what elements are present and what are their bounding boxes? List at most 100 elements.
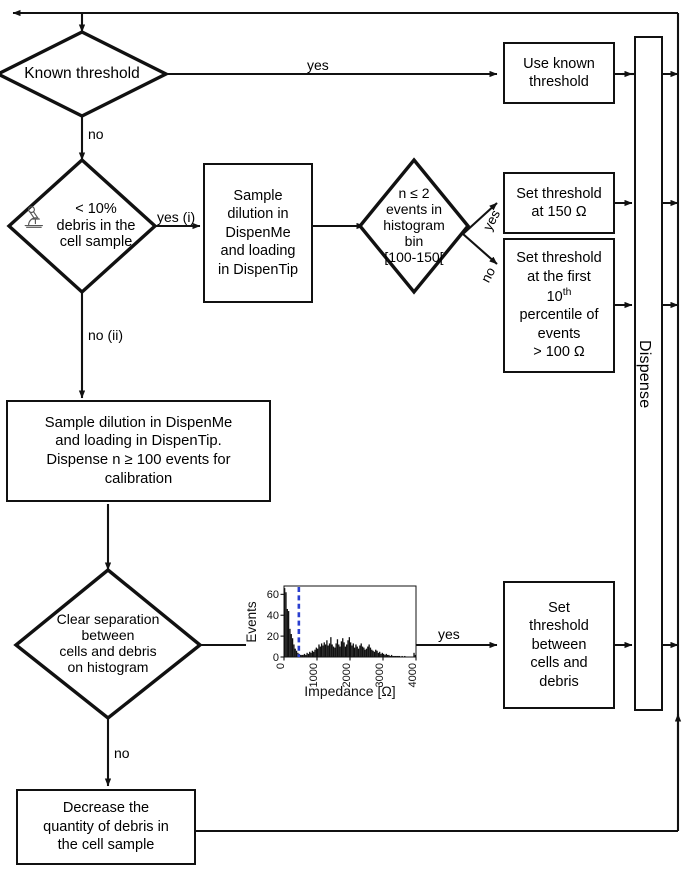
histogram-bar xyxy=(324,644,327,657)
histogram-bar xyxy=(305,654,307,657)
histogram-bar xyxy=(295,650,298,657)
edge-label-debris-no: no (ii) xyxy=(88,327,124,343)
histogram-bar xyxy=(363,647,365,657)
histogram-bin-shape xyxy=(357,157,471,295)
edge-label-known-yes: yes xyxy=(307,57,329,73)
histogram-bar xyxy=(302,654,304,657)
decrease-debris-label: Decrease the quantity of debris in the c… xyxy=(43,800,169,854)
histogram-bar xyxy=(361,646,364,657)
histogram-bar xyxy=(291,638,294,657)
histogram-bar xyxy=(355,644,357,657)
set-threshold-percentile-label: Set threshold at the first 10th percenti… xyxy=(513,249,604,361)
histogram-xtick: 3000 xyxy=(374,663,386,687)
histogram-bar xyxy=(359,645,361,657)
histogram-bin-check[interactable]: n ≤ 2 events in histogram bin [100-150[ xyxy=(360,160,468,292)
histogram-bar xyxy=(371,649,373,657)
histogram-bar xyxy=(351,645,353,657)
histogram-ytick: 60 xyxy=(267,589,279,601)
histogram-xtick: 4000 xyxy=(407,663,419,687)
histogram-bar xyxy=(303,653,306,657)
histogram-bar xyxy=(313,651,315,657)
dispense[interactable] xyxy=(634,36,663,711)
histogram-xlabel: Impedance [Ω] xyxy=(304,683,395,699)
clear-separation-label: Clear separation between cells and debri… xyxy=(56,611,160,675)
histogram-bar xyxy=(290,634,292,657)
histogram-bar xyxy=(368,644,370,657)
decrease-debris[interactable]: Decrease the quantity of debris in the c… xyxy=(16,789,196,865)
histogram-bar xyxy=(346,644,348,657)
histogram-bar xyxy=(413,652,415,657)
histogram-bars xyxy=(284,588,416,657)
ordinal-10th: 10th xyxy=(546,287,572,306)
set-threshold-percentile[interactable]: Set threshold at the first 10th percenti… xyxy=(503,238,615,373)
histogram-bar xyxy=(364,649,366,657)
known-threshold[interactable]: Known threshold xyxy=(0,32,166,116)
histogram-bar xyxy=(369,647,372,657)
histogram-bar xyxy=(356,646,358,657)
histogram-bar xyxy=(306,652,308,657)
sample-dilution-calibration[interactable]: Sample dilution in DispenMe and loading … xyxy=(6,400,271,502)
histogram-bar xyxy=(339,646,341,657)
histogram-bar xyxy=(334,647,336,657)
use-known-threshold[interactable]: Use known threshold xyxy=(503,42,615,104)
histogram-bar xyxy=(307,653,310,657)
histogram-bar xyxy=(352,643,354,657)
histogram-bar xyxy=(284,588,286,657)
histogram-bar xyxy=(384,654,386,657)
histogram-xtick: 2000 xyxy=(341,663,353,687)
histogram-bar xyxy=(315,647,317,657)
sample-dilution-dispenme[interactable]: Sample dilution in DispenMe and loading … xyxy=(203,163,313,303)
clear-separation-check[interactable]: Clear separation between cells and debri… xyxy=(16,570,200,718)
histogram-bar xyxy=(347,640,349,657)
histogram-bar xyxy=(327,645,329,657)
histogram-ytick: 40 xyxy=(267,610,279,622)
histogram-bar xyxy=(365,648,368,657)
histogram-bar xyxy=(367,646,369,657)
histogram-bar xyxy=(299,654,302,657)
histogram-bar xyxy=(320,643,323,657)
histogram-bar xyxy=(373,651,376,657)
histogram-bar xyxy=(388,654,390,657)
histogram-bar xyxy=(397,655,399,657)
histogram-bar xyxy=(328,643,331,657)
histogram-bar xyxy=(383,653,385,657)
histogram-bar xyxy=(301,654,303,657)
set-threshold-150-label: Set threshold at 150 Ω xyxy=(516,185,602,220)
histogram-bar xyxy=(393,655,395,657)
histogram-xtick: 0 xyxy=(275,663,287,669)
histogram-bar xyxy=(392,655,394,657)
edge-label-separation-no: no xyxy=(114,745,130,761)
histogram-bar xyxy=(322,645,324,657)
histogram-bar xyxy=(396,655,398,657)
edge-label-known-no: no xyxy=(88,126,104,142)
histogram-bar xyxy=(379,651,381,657)
clear-separation-shape xyxy=(13,567,203,721)
use-known-threshold-label: Use known threshold xyxy=(523,55,595,90)
histogram-bar xyxy=(394,655,397,657)
sample-dilution-dispenme-label: Sample dilution in DispenMe and loading … xyxy=(217,188,299,278)
histogram-bar xyxy=(286,608,288,657)
histogram-bar xyxy=(357,648,360,657)
histogram-bar xyxy=(310,652,312,657)
histogram-bar xyxy=(386,654,389,657)
histogram-bar xyxy=(401,655,403,657)
histogram-bar xyxy=(336,639,339,657)
histogram-bar xyxy=(376,650,378,657)
histogram-bar xyxy=(294,648,296,657)
debris-check[interactable]: < 10% debris in the cell sample xyxy=(9,160,155,292)
histogram-bar xyxy=(314,649,316,657)
histogram-bar xyxy=(317,648,319,657)
set-threshold-between[interactable]: Set threshold between cells and debris xyxy=(503,581,615,709)
histogram-bar xyxy=(311,650,314,657)
microscope-icon xyxy=(24,206,43,228)
histogram-bar xyxy=(335,643,337,657)
histogram-bar xyxy=(404,655,406,657)
histogram-bar xyxy=(350,642,352,657)
histogram-bar xyxy=(323,642,325,657)
histogram-bar xyxy=(343,642,345,657)
edge-label-separation-yes: yes xyxy=(438,626,460,642)
histogram-bar xyxy=(326,640,328,657)
set-threshold-150[interactable]: Set threshold at 150 Ω xyxy=(503,172,615,234)
histogram-bar xyxy=(381,652,383,657)
